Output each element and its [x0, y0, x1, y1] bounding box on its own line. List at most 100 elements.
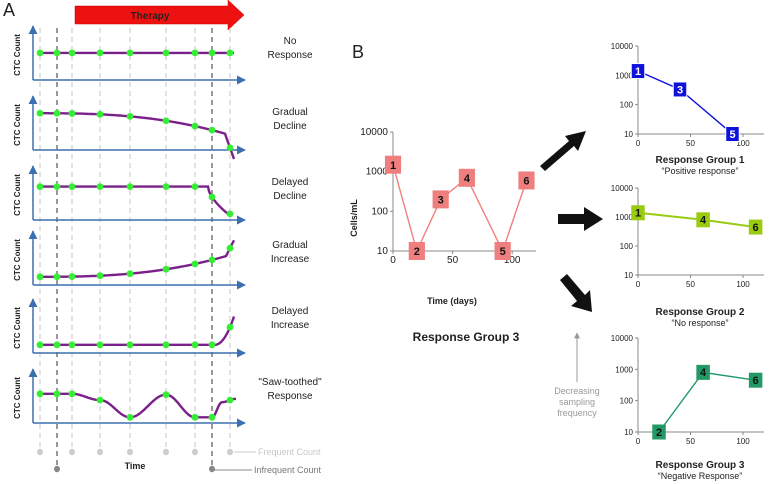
data-point-marker	[696, 364, 710, 380]
sample-point	[126, 183, 134, 191]
data-point-label: 6	[753, 375, 759, 387]
decreasing-line-2: sampling	[559, 397, 595, 407]
main-chart-xlabel: Time (days)	[427, 296, 477, 306]
infrequent-marker	[54, 465, 60, 473]
arrow-to-group-3	[560, 274, 592, 312]
sample-point	[208, 413, 216, 421]
y-tick-label: 1000	[615, 71, 633, 80]
x-tick-label: 0	[636, 280, 641, 289]
sample-point	[126, 341, 134, 349]
row-label-1-line-1: No	[284, 36, 297, 47]
data-point-label: 4	[464, 173, 471, 185]
ctc-trend-curve	[40, 185, 229, 215]
group-1-title: Response Group 1	[656, 155, 745, 166]
x-tick-label: 100	[736, 139, 750, 148]
data-point-marker	[432, 190, 449, 209]
data-point-label: 5	[500, 246, 506, 258]
x-tick-label: 0	[636, 139, 641, 148]
data-point-marker	[696, 212, 710, 228]
sample-point	[53, 49, 61, 57]
sample-point	[191, 260, 199, 268]
row-label-2-line-2: Decline	[273, 121, 307, 132]
series-line	[658, 371, 756, 433]
y-tick-label: 10000	[360, 127, 388, 138]
therapy-label: Therapy	[131, 11, 170, 22]
data-point-marker	[630, 63, 646, 80]
x-tick-label: 50	[686, 437, 695, 446]
infrequent-marker	[209, 465, 215, 473]
infrequent-count-label: Infrequent Count	[254, 465, 322, 475]
series-line	[392, 164, 528, 254]
panel-a-label: A	[3, 0, 15, 20]
sample-point	[191, 122, 199, 130]
decreasing-line-3: frequency	[557, 408, 597, 418]
sample-point	[36, 390, 44, 398]
row-label-6-line-1: "Saw-toothed"	[258, 377, 322, 388]
sample-point	[208, 49, 216, 57]
arrow-to-group-2	[558, 207, 603, 231]
group-3-title: Response Group 3	[656, 460, 745, 471]
frequent-marker	[163, 448, 169, 456]
therapy-arrow: Therapy	[74, 0, 245, 31]
sample-point	[162, 391, 170, 399]
sample-point	[36, 109, 44, 117]
sample-point	[53, 273, 61, 281]
sample-point	[226, 323, 234, 331]
sample-point	[226, 144, 234, 152]
sample-point	[191, 183, 199, 191]
x-tick-label: 100	[504, 255, 521, 266]
ctc-count-axis-label: CTC Count	[13, 377, 22, 419]
ctc-count-axis-label: CTC Count	[13, 174, 22, 216]
ctc-trend-curve	[40, 239, 236, 278]
y-tick-label: 10	[377, 246, 389, 257]
row-label-5-line-1: Delayed	[272, 306, 309, 317]
frequent-marker	[192, 448, 198, 456]
sample-point	[208, 341, 216, 349]
x-tick-label: 0	[636, 437, 641, 446]
sample-point	[191, 413, 199, 421]
y-tick-label: 10000	[611, 42, 634, 51]
data-point-label: 5	[729, 129, 735, 141]
sample-point	[226, 210, 234, 218]
y-tick-label: 1000	[366, 167, 389, 178]
sample-point	[36, 183, 44, 191]
frequent-marker	[69, 448, 75, 456]
sample-point	[162, 341, 170, 349]
sample-point	[162, 49, 170, 57]
decreasing-line-1: Decreasing	[554, 386, 600, 396]
data-point-marker	[458, 168, 475, 187]
sample-point	[226, 396, 234, 404]
row-label-6-line-2: Response	[267, 391, 312, 402]
sample-point	[126, 49, 134, 57]
sample-point	[53, 109, 61, 117]
data-point-label: 4	[700, 215, 707, 227]
sample-point	[68, 390, 76, 398]
x-tick-label: 50	[686, 280, 695, 289]
sample-point	[226, 49, 234, 57]
x-tick-label: 100	[736, 280, 750, 289]
frequent-marker	[127, 448, 133, 456]
sample-point	[36, 273, 44, 281]
sample-point	[162, 183, 170, 191]
y-tick-label: 1000	[615, 213, 633, 222]
data-point-marker	[672, 81, 688, 98]
row-label-5-line-2: Increase	[271, 320, 310, 331]
sample-point	[208, 256, 216, 264]
sample-point	[68, 110, 76, 117]
data-point-marker	[725, 126, 740, 142]
panel-b-label: B	[352, 42, 364, 62]
y-tick-label: 10000	[611, 184, 634, 193]
group-3-subtitle: “Negative Response”	[658, 471, 743, 481]
sample-point	[208, 126, 216, 134]
sample-point	[96, 183, 104, 191]
sample-point	[126, 413, 134, 421]
sample-point	[36, 49, 44, 57]
data-point-label: 4	[700, 367, 707, 379]
data-point-marker	[384, 155, 402, 174]
group-2-title: Response Group 2	[656, 307, 745, 318]
y-tick-label: 10	[624, 428, 633, 437]
sample-point	[68, 341, 76, 349]
data-point-label: 6	[753, 222, 759, 234]
